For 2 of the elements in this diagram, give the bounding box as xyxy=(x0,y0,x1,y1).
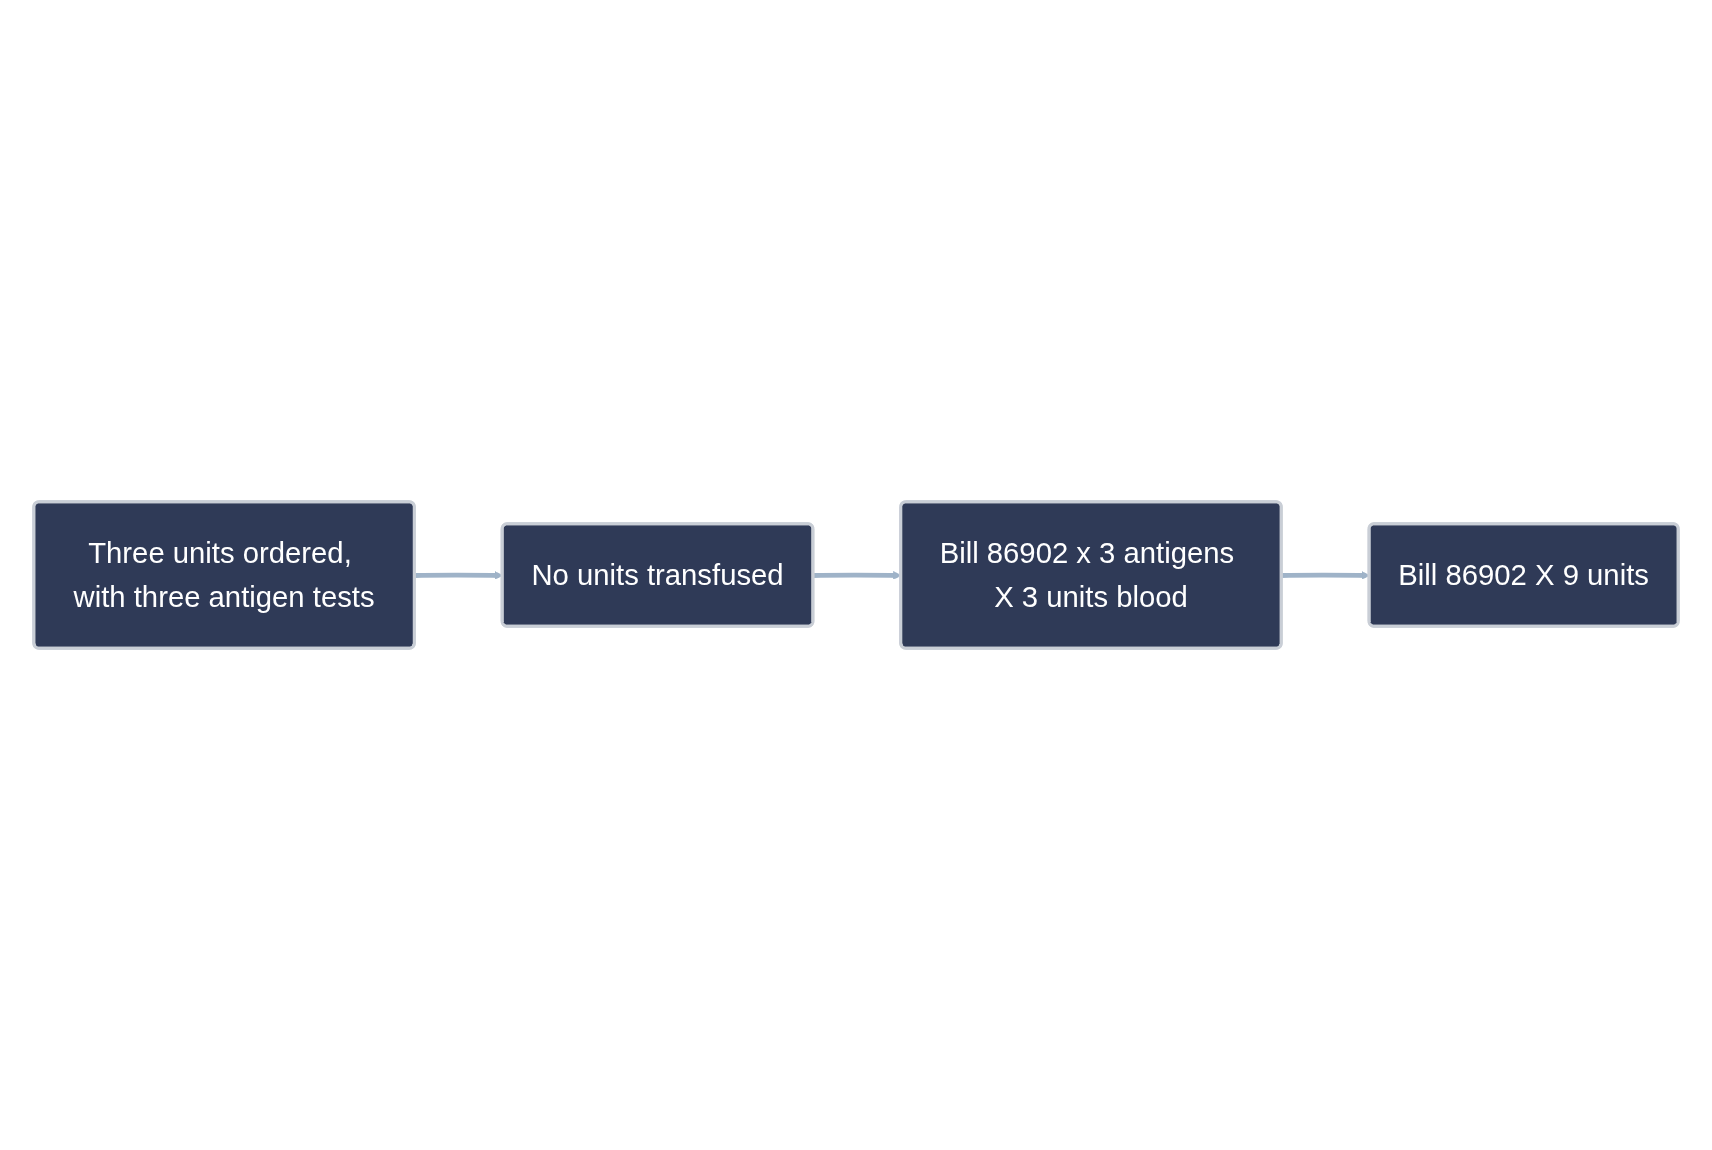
arrow xyxy=(1281,571,1370,580)
arrow xyxy=(414,571,503,580)
